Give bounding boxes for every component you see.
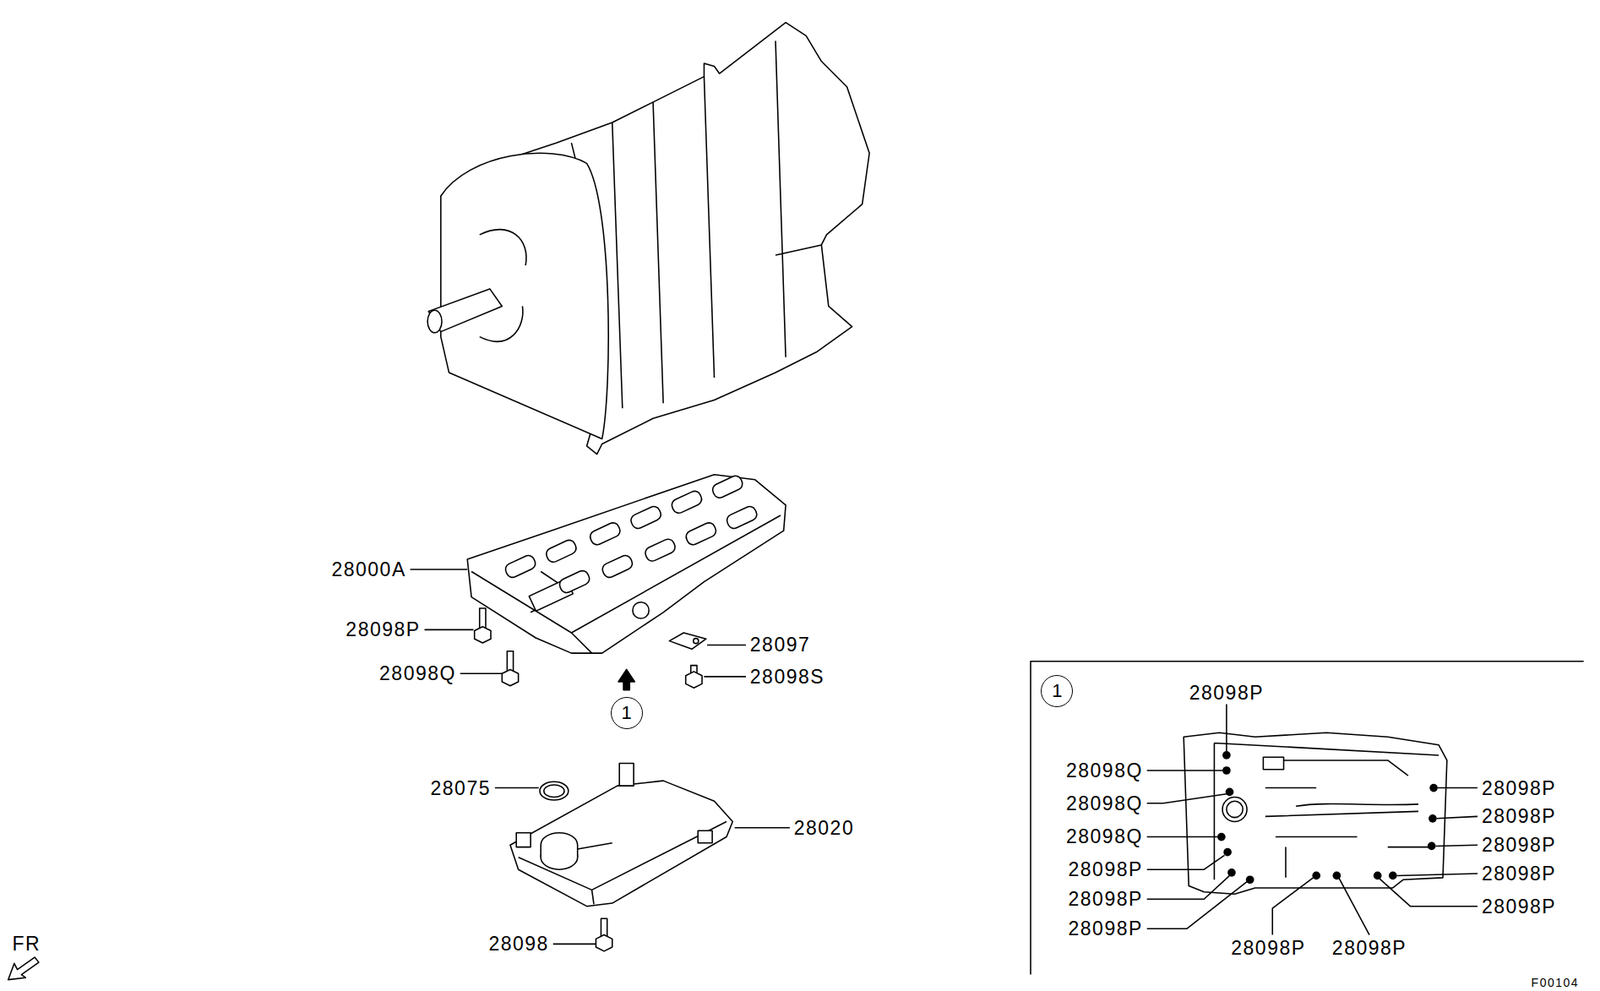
- part-number: 28098P: [1481, 863, 1557, 883]
- leader-lines: [410, 569, 790, 944]
- part-number: 28098P: [1068, 919, 1143, 939]
- part-number: 28098S: [750, 666, 825, 686]
- bolt: [501, 651, 518, 686]
- plate: [669, 632, 706, 649]
- bolt: [595, 918, 612, 952]
- part-number: F00104: [1531, 976, 1579, 989]
- part-number: 28075: [430, 778, 491, 798]
- part-number: 28020: [794, 817, 855, 838]
- part-number: 28098P: [1481, 778, 1557, 798]
- part-number: 28098P: [1481, 896, 1557, 916]
- part-number: 28098P: [1230, 938, 1306, 958]
- part-number: 28098Q: [1066, 793, 1143, 813]
- part-number: FR: [11, 934, 41, 954]
- part-number: 28098P: [1189, 683, 1264, 703]
- bolt: [685, 665, 703, 689]
- callout-number: 1: [1051, 681, 1062, 701]
- callout-number: 1: [621, 703, 632, 723]
- valve-body-plan: [1183, 732, 1448, 894]
- part-number: 28000A: [331, 560, 406, 580]
- front-arrow: [8, 957, 39, 980]
- valve-spools: [503, 473, 759, 619]
- bolt: [474, 608, 491, 643]
- oil-filter: [510, 780, 733, 907]
- part-number: 28098P: [1068, 859, 1143, 880]
- part-number: 28098P: [1481, 835, 1557, 855]
- part-number: 28098: [488, 934, 549, 954]
- part-number: 28098P: [345, 620, 420, 640]
- part-number: 28098Q: [1066, 827, 1143, 847]
- part-number: 28098P: [1481, 806, 1557, 827]
- part-number: 28098P: [1332, 938, 1407, 958]
- inset-frame: [1030, 661, 1584, 975]
- bell-housing: [440, 152, 609, 439]
- leader-lines: [1147, 704, 1478, 936]
- part-number: 28098Q: [379, 663, 457, 684]
- bolt-positions: [1217, 751, 1438, 884]
- o-ring: [539, 781, 569, 800]
- callout-circle: 1: [610, 696, 643, 730]
- part-number: 28098Q: [1066, 760, 1143, 780]
- callout-circle: 1: [1040, 674, 1073, 708]
- part-number: 28098P: [1068, 889, 1143, 909]
- valve-body: [467, 474, 786, 654]
- part-number: 28097: [750, 635, 811, 655]
